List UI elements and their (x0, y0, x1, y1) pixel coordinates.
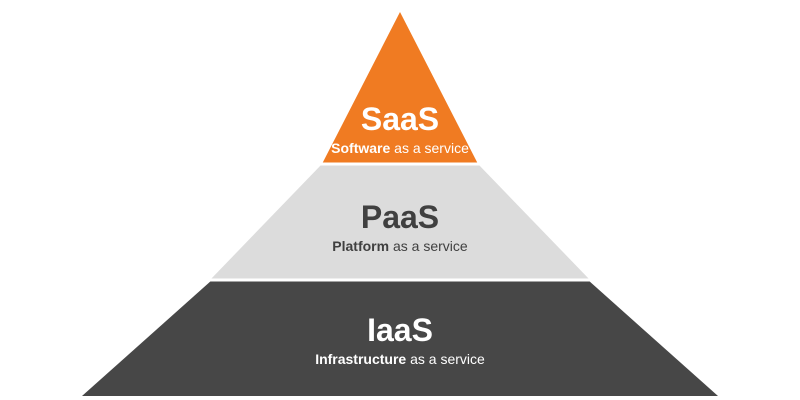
saas-subtitle-bold: Software (331, 140, 391, 156)
paas-label: PaaS Platform as a service (0, 201, 800, 253)
iaas-subtitle-bold: Infrastructure (315, 351, 407, 367)
paas-subtitle: Platform as a service (0, 239, 800, 253)
iaas-tier-shape (82, 280, 718, 396)
iaas-label: IaaS Infrastructure as a service (0, 314, 800, 366)
paas-subtitle-bold: Platform (332, 238, 390, 254)
iaas-subtitle-rest: as a service (406, 351, 485, 367)
paas-tier-shape (210, 164, 590, 280)
saas-title: SaaS (360, 101, 440, 137)
saas-subtitle: Software as a service (0, 141, 800, 155)
saas-tier-shape (322, 12, 478, 164)
iaas-subtitle: Infrastructure as a service (0, 352, 800, 366)
saas-label: SaaS Software as a service (0, 103, 800, 155)
paas-title: PaaS (360, 199, 440, 235)
saas-subtitle-rest: as a service (390, 140, 469, 156)
paas-subtitle-rest: as a service (389, 238, 468, 254)
iaas-title: IaaS (367, 312, 433, 348)
